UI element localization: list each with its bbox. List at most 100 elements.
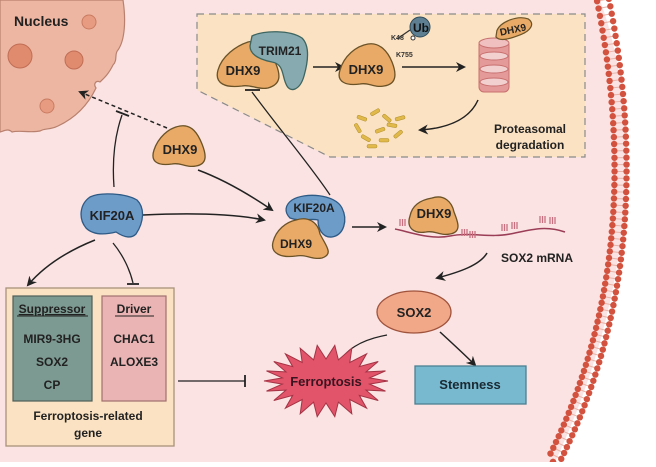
suppressor-gene: SOX2: [36, 355, 68, 369]
k755-label: K755: [396, 52, 413, 59]
lipid-head: [608, 92, 614, 98]
lipid-head: [614, 40, 620, 46]
lipid-head: [579, 374, 585, 380]
lipid-head: [606, 78, 612, 84]
lipid-head: [612, 33, 618, 39]
lipid-head: [611, 141, 617, 147]
lipid-head: [619, 250, 625, 256]
lipid-head: [610, 127, 616, 133]
lipid-head: [579, 408, 585, 414]
lipid-head: [547, 450, 553, 456]
lipid-head: [590, 337, 596, 343]
nucleolus: [8, 44, 32, 68]
lipid-head: [604, 56, 610, 62]
lipid-head: [602, 280, 608, 286]
stemness-label: Stemness: [439, 377, 500, 392]
lipid-head: [603, 334, 609, 340]
lipid-head: [590, 378, 596, 384]
lipid-head: [597, 13, 603, 19]
lipid-head: [610, 202, 616, 208]
lipid-head: [619, 243, 625, 249]
lipid-head: [610, 120, 616, 126]
lipid-head: [603, 49, 609, 55]
lipid-head: [568, 404, 574, 410]
driver-gene: ALOXE3: [110, 355, 158, 369]
lipid-head: [598, 353, 604, 359]
lipid-head: [575, 386, 581, 392]
lipid-head: [620, 236, 626, 242]
lipid-head: [570, 398, 576, 404]
lipid-head: [610, 113, 616, 119]
lipid-head: [588, 343, 594, 349]
suppressor-gene: CP: [44, 378, 61, 392]
sox2-label: SOX2: [397, 305, 432, 320]
kif20a-label: KIF20A: [90, 208, 135, 223]
lipid-head: [566, 410, 572, 416]
lipid-head: [563, 416, 569, 422]
lipid-head: [586, 390, 592, 396]
lipid-head: [601, 35, 607, 41]
lipid-head: [577, 380, 583, 386]
lipid-head: [574, 420, 580, 426]
lipid-head: [623, 161, 629, 167]
lipid-head: [611, 161, 617, 167]
driver-header: Driver: [117, 302, 152, 316]
lipid-head: [611, 189, 617, 195]
lipid-head: [620, 91, 626, 97]
lipid-head: [566, 438, 572, 444]
lipid-head: [617, 62, 623, 68]
lipid-head: [623, 147, 629, 153]
lipid-head: [607, 248, 613, 254]
degradation-caption: degradation: [496, 138, 565, 152]
lipid-head: [558, 456, 564, 462]
lipid-head: [561, 450, 567, 456]
lipid-head: [611, 25, 617, 31]
lipid-head: [610, 209, 616, 215]
lipid-head: [623, 182, 629, 188]
k48-site: [411, 36, 415, 40]
lipid-head: [609, 106, 615, 112]
lipid-head: [623, 133, 629, 139]
lipid-head: [607, 315, 613, 321]
lipid-head: [572, 426, 578, 432]
lipid-head: [609, 11, 615, 17]
lipid-head: [594, 318, 600, 324]
driver-gene: CHAC1: [113, 332, 155, 346]
lipid-head: [585, 356, 591, 362]
lipid-head: [621, 230, 627, 236]
lipid-head: [606, 255, 612, 261]
lipid-head: [611, 155, 617, 161]
lipid-head: [611, 168, 617, 174]
lipid-head: [553, 439, 559, 445]
dhx9-label: DHX9: [417, 206, 452, 221]
lipid-head: [617, 69, 623, 75]
nucleolus: [40, 99, 54, 113]
mrna-label: SOX2 mRNA: [501, 251, 573, 265]
ubiquitin-label: Ub: [413, 21, 429, 35]
lipid-head: [609, 222, 615, 228]
dhx9-label: DHX9: [349, 62, 384, 77]
lipid-head: [605, 63, 611, 69]
lipid-head: [583, 362, 589, 368]
lipid-head: [609, 308, 615, 314]
lipid-head: [623, 189, 629, 195]
lipid-head: [606, 71, 612, 77]
ferroptosis-label: Ferroptosis: [290, 374, 362, 389]
lipid-head: [561, 421, 567, 427]
lipid-head: [577, 414, 583, 420]
lipid-head: [611, 175, 617, 181]
lipid-head: [598, 300, 604, 306]
nucleolus: [82, 15, 96, 29]
lipid-head: [616, 55, 622, 61]
lipid-head: [611, 195, 617, 201]
lipid-head: [607, 242, 613, 248]
lipid-head: [597, 306, 603, 312]
lipid-head: [618, 76, 624, 82]
lipid-head: [586, 349, 592, 355]
lipid-head: [584, 396, 590, 402]
lipid-head: [594, 365, 600, 371]
lipid-head: [581, 368, 587, 374]
lipid-head: [607, 85, 613, 91]
